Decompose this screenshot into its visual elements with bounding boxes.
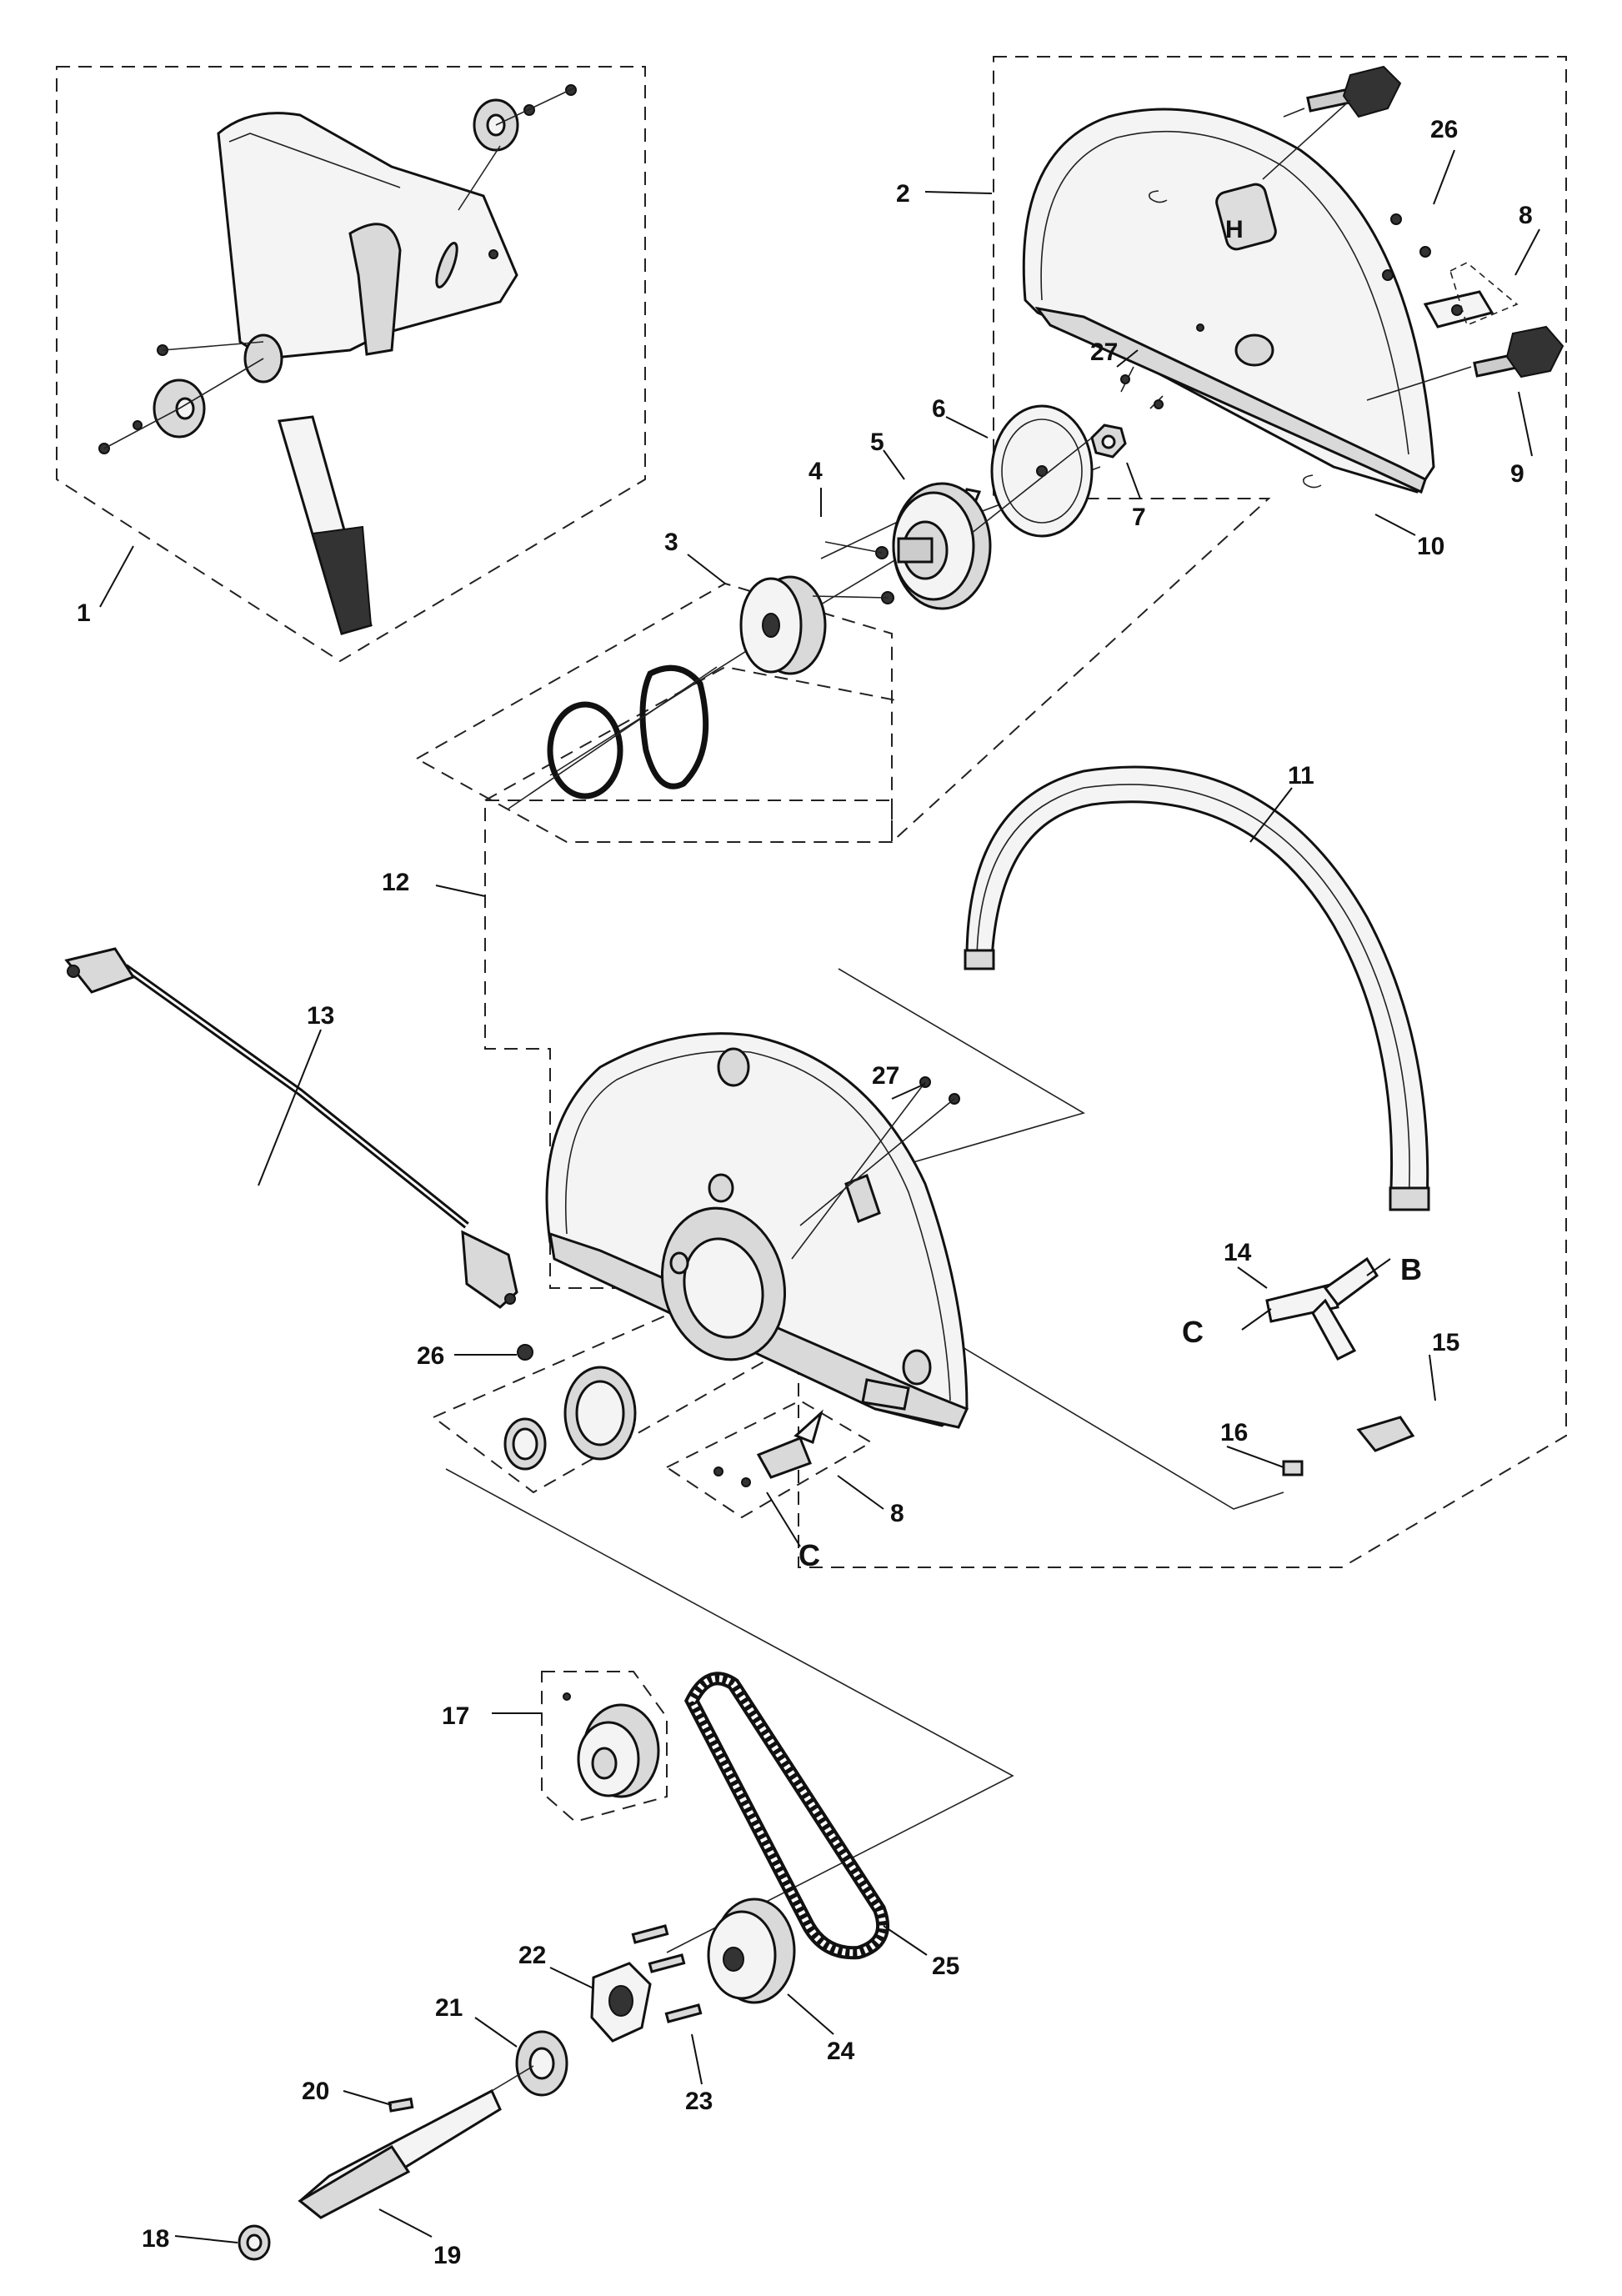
drive-belt-25 <box>684 1672 889 1960</box>
callout-25: 25 <box>932 1953 959 1980</box>
blade-guard-1 <box>98 84 577 635</box>
callout-7: 7 <box>1132 504 1146 531</box>
callout-20: 20 <box>302 2078 329 2105</box>
callout-14: 14 <box>1224 1239 1252 1266</box>
brand-logo-icon: H <box>1225 216 1244 243</box>
callout-17: 17 <box>442 1702 469 1730</box>
outer-cover-2: H <box>1022 65 1564 494</box>
water-hose-13 <box>64 947 518 1309</box>
callout-12: 12 <box>382 869 409 896</box>
assembly-line-belt-group <box>445 1468 1014 1953</box>
callout-4: 4 <box>808 458 823 485</box>
knob-top-icon <box>1306 65 1402 118</box>
callout-18: 18 <box>142 2225 169 2253</box>
callout-6: 6 <box>932 395 946 423</box>
callout-21: 21 <box>435 1994 463 2022</box>
shaft-19 <box>298 2065 534 2219</box>
gasket-set <box>508 664 718 810</box>
callout-13: 13 <box>307 1002 334 1030</box>
callout-15: 15 <box>1432 1329 1459 1356</box>
assembly-line-11 <box>838 968 1086 1168</box>
y-connector-14 <box>1265 1256 1379 1361</box>
callout-11: 11 <box>1288 762 1314 790</box>
group-boundary-17 <box>541 1671 668 1823</box>
group-boundary-bracket-8b <box>665 1399 873 1519</box>
pulley-17 <box>563 1692 660 1798</box>
washer-18 <box>238 2224 271 2261</box>
guard-rim-11 <box>964 765 1430 1211</box>
flange-stack <box>739 404 1127 675</box>
callout-letter-c-lower: C <box>798 1538 820 1572</box>
callout-3: 3 <box>664 529 678 556</box>
callout-9: 9 <box>1510 460 1524 488</box>
callout-5: 5 <box>870 429 884 456</box>
callout-19: 19 <box>433 2242 461 2269</box>
callout-2: 2 <box>896 180 910 208</box>
callout-26-top: 26 <box>1430 116 1458 143</box>
leader-lines <box>99 149 1540 2243</box>
bearing-housing-22 <box>590 1924 703 2043</box>
group-boundary-gaskets <box>484 665 897 801</box>
key-20 <box>388 2097 414 2113</box>
callout-letter-c-right: C <box>1182 1315 1204 1349</box>
callout-24: 24 <box>827 2038 855 2065</box>
nozzle-15 <box>1356 1416 1415 1452</box>
knob-9-icon <box>1473 325 1564 378</box>
callout-labels: 1 2 3 4 5 6 7 8 8 9 10 11 12 13 14 15 16… <box>77 116 1533 2269</box>
group-boundary-flange <box>414 582 893 843</box>
callout-10: 10 <box>1417 533 1444 560</box>
callout-23: 23 <box>685 2088 713 2115</box>
screw-16 <box>1282 1460 1304 1476</box>
inner-cover-12 <box>517 1032 969 1429</box>
callout-27-bottom: 27 <box>872 1062 899 1090</box>
callout-letter-b: B <box>1400 1252 1422 1286</box>
callout-8-top: 8 <box>1519 202 1533 229</box>
pulley-24 <box>707 1897 796 2004</box>
group-boundary-guard-1 <box>56 66 646 663</box>
callout-8-bottom: 8 <box>890 1500 904 1527</box>
callout-22: 22 <box>518 1942 546 1969</box>
bracket-8-lower <box>713 1409 824 1487</box>
bearing-21 <box>515 2030 568 2097</box>
callout-1: 1 <box>77 599 91 627</box>
callout-26-bottom: 26 <box>417 1342 444 1370</box>
group-boundary-seals <box>432 1299 785 1494</box>
callout-16: 16 <box>1220 1419 1248 1446</box>
callout-27-top: 27 <box>1090 338 1118 366</box>
seal-rings <box>503 1366 637 1471</box>
group-boundary-assembly <box>484 56 1567 1568</box>
